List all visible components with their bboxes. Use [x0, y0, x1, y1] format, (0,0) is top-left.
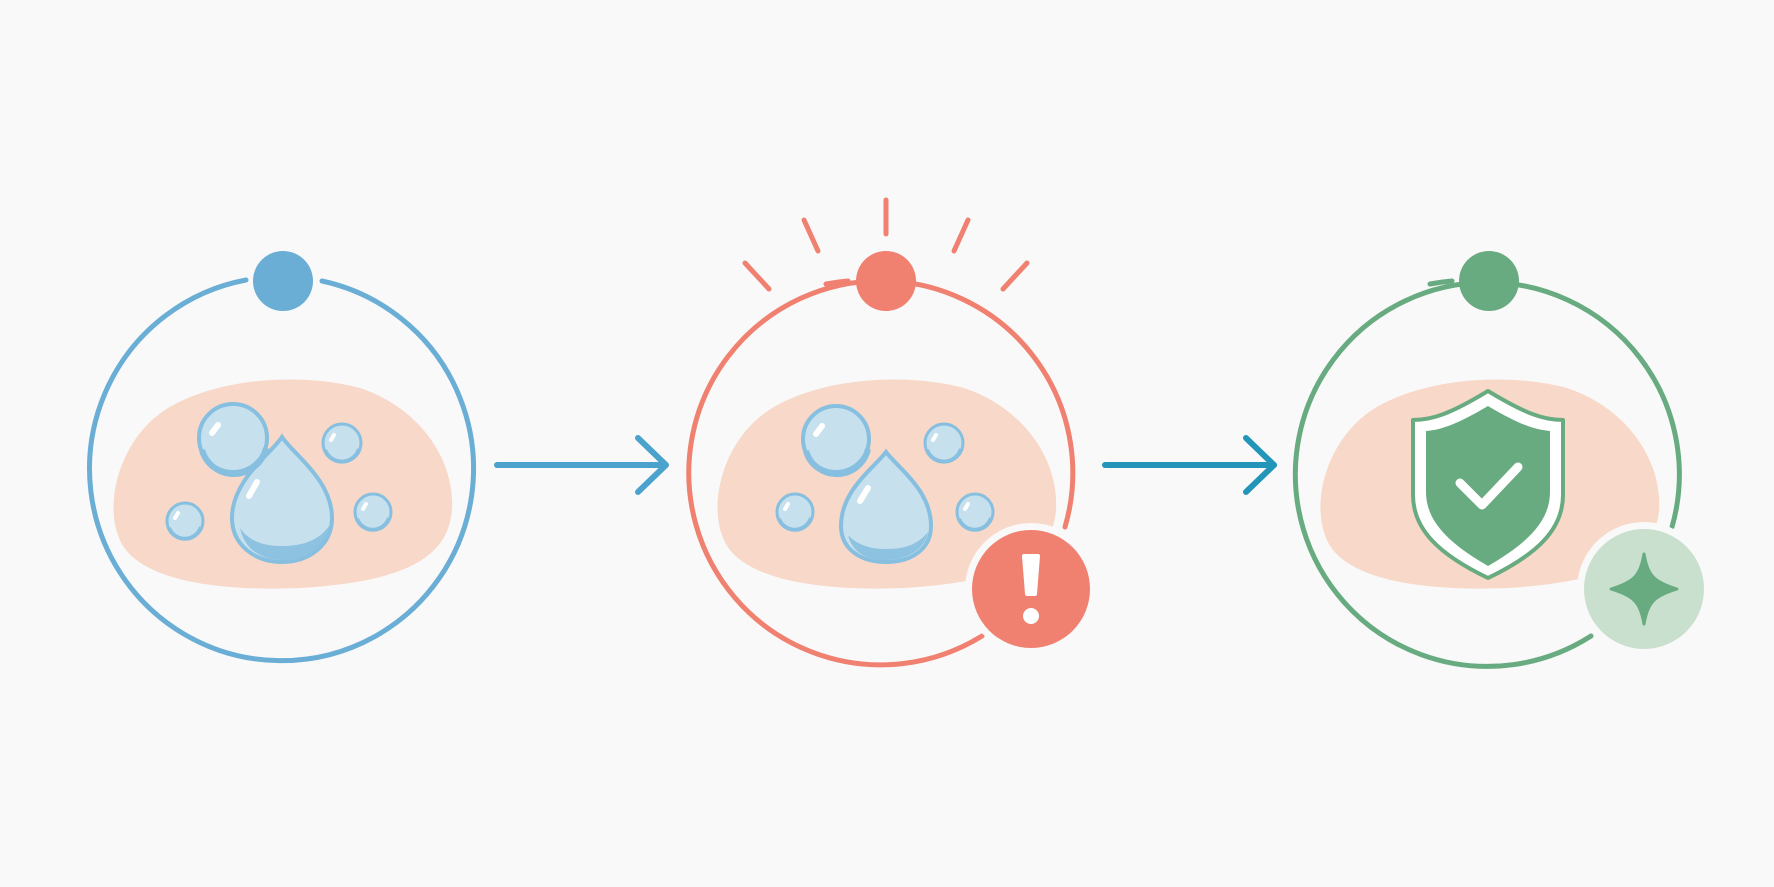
step-protection	[1292, 251, 1711, 669]
arrow-right-icon	[494, 435, 669, 495]
sparkle-icon	[1609, 552, 1679, 626]
water-droplet-icon	[838, 448, 934, 565]
water-bubble-icon	[321, 422, 363, 464]
exclamation-icon	[1022, 554, 1040, 624]
step-protection-ring	[1292, 279, 1682, 669]
water-bubble-icon	[923, 422, 965, 464]
step-hydration	[87, 251, 476, 664]
step-protection-ring	[1427, 278, 1455, 287]
step-irritation-ring	[686, 278, 1076, 668]
water-bubble-icon	[955, 492, 995, 532]
step-irritation	[686, 197, 1097, 668]
alert-burst-icon	[742, 197, 1030, 292]
protection-badge	[1577, 522, 1711, 656]
step-protection-indicator	[1459, 251, 1519, 311]
step-irritation-ring	[823, 278, 851, 287]
water-bubble-icon	[197, 402, 269, 477]
water-bubble-icon	[353, 492, 393, 532]
step-hydration-indicator	[253, 251, 313, 311]
step-hydration-ring	[87, 277, 476, 664]
arrow-right-icon	[1102, 435, 1277, 495]
step-irritation-indicator	[856, 251, 916, 311]
water-bubble-icon	[775, 492, 815, 532]
alert-badge	[965, 523, 1097, 655]
water-bubble-icon	[801, 404, 871, 478]
shield-check-icon	[1411, 389, 1565, 580]
water-bubble-icon	[165, 501, 205, 541]
